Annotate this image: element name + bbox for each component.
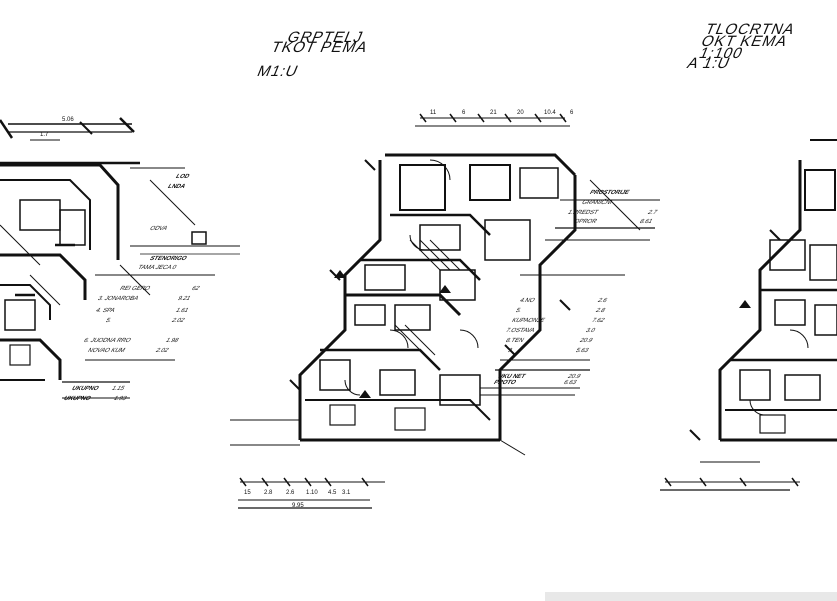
center-floor-plan <box>230 113 577 509</box>
right-table-row-label: OPROR <box>572 219 598 225</box>
dimension-label: 10.4 <box>544 110 556 116</box>
right-floor-plan <box>660 139 837 491</box>
left-table-total1-label: UKUPNO <box>70 386 100 392</box>
right-table-header1: PROSTORIJE <box>588 190 631 196</box>
left-table-stenorigo: STENORIGO <box>148 256 188 262</box>
bottom-strip <box>545 592 837 601</box>
dimension-label: 2.8 <box>264 490 273 496</box>
dimension-label: 1.7 <box>40 132 49 138</box>
dimension-total-label: 9.95 <box>292 503 304 509</box>
right-table-row-label: 8.TEN <box>504 338 525 344</box>
dimension-label: 3.1 <box>342 490 351 496</box>
right-table-total2-label: PROTO <box>492 380 517 386</box>
right-table-header2: GRANIČNI <box>580 200 614 206</box>
left-table-row-label: 3. JONAROBA <box>96 296 140 302</box>
left-floor-plan <box>0 117 151 381</box>
left-table-row-label: 6. JUODNA RRO <box>82 338 132 344</box>
dimension-label: 2.6 <box>286 490 295 496</box>
right-area-table <box>480 179 660 396</box>
left-table-total2-label: UKUPNO <box>62 396 92 402</box>
dimension-label: 1.10 <box>306 490 318 496</box>
dimension-label: 5.06 <box>62 117 74 123</box>
right-table-row-label: 7.OSTAVA <box>504 328 536 334</box>
dimension-label: 6 <box>570 110 574 116</box>
dimension-label: 20 <box>517 110 524 116</box>
left-table-row-label: 4. SPA <box>94 308 116 314</box>
right-table-row-label: 1.PREDST <box>566 210 600 216</box>
center-title-line2: TKOT PEMA <box>268 39 371 56</box>
dimension-label: 4.5 <box>328 490 337 496</box>
dimension-label: 11 <box>430 110 437 116</box>
left-table-header2: LNDA <box>166 184 187 190</box>
right-scale-alt: A 1:U <box>684 55 734 72</box>
right-table-row-label: KUPAONJE <box>510 318 546 324</box>
left-table-stenorigo-sub: TAMA JECA 0 <box>136 265 178 271</box>
center-scale: M1:U <box>254 63 302 80</box>
left-table-row-label: NOVAO KUM <box>86 348 126 354</box>
left-area-table <box>62 167 240 399</box>
left-table-row-label: REI GERO <box>118 286 152 292</box>
left-table-header3: ODVA <box>148 226 169 232</box>
dimension-label: 6 <box>462 110 466 116</box>
dimension-label: 15 <box>244 490 251 496</box>
dimension-label: 21 <box>490 110 497 116</box>
